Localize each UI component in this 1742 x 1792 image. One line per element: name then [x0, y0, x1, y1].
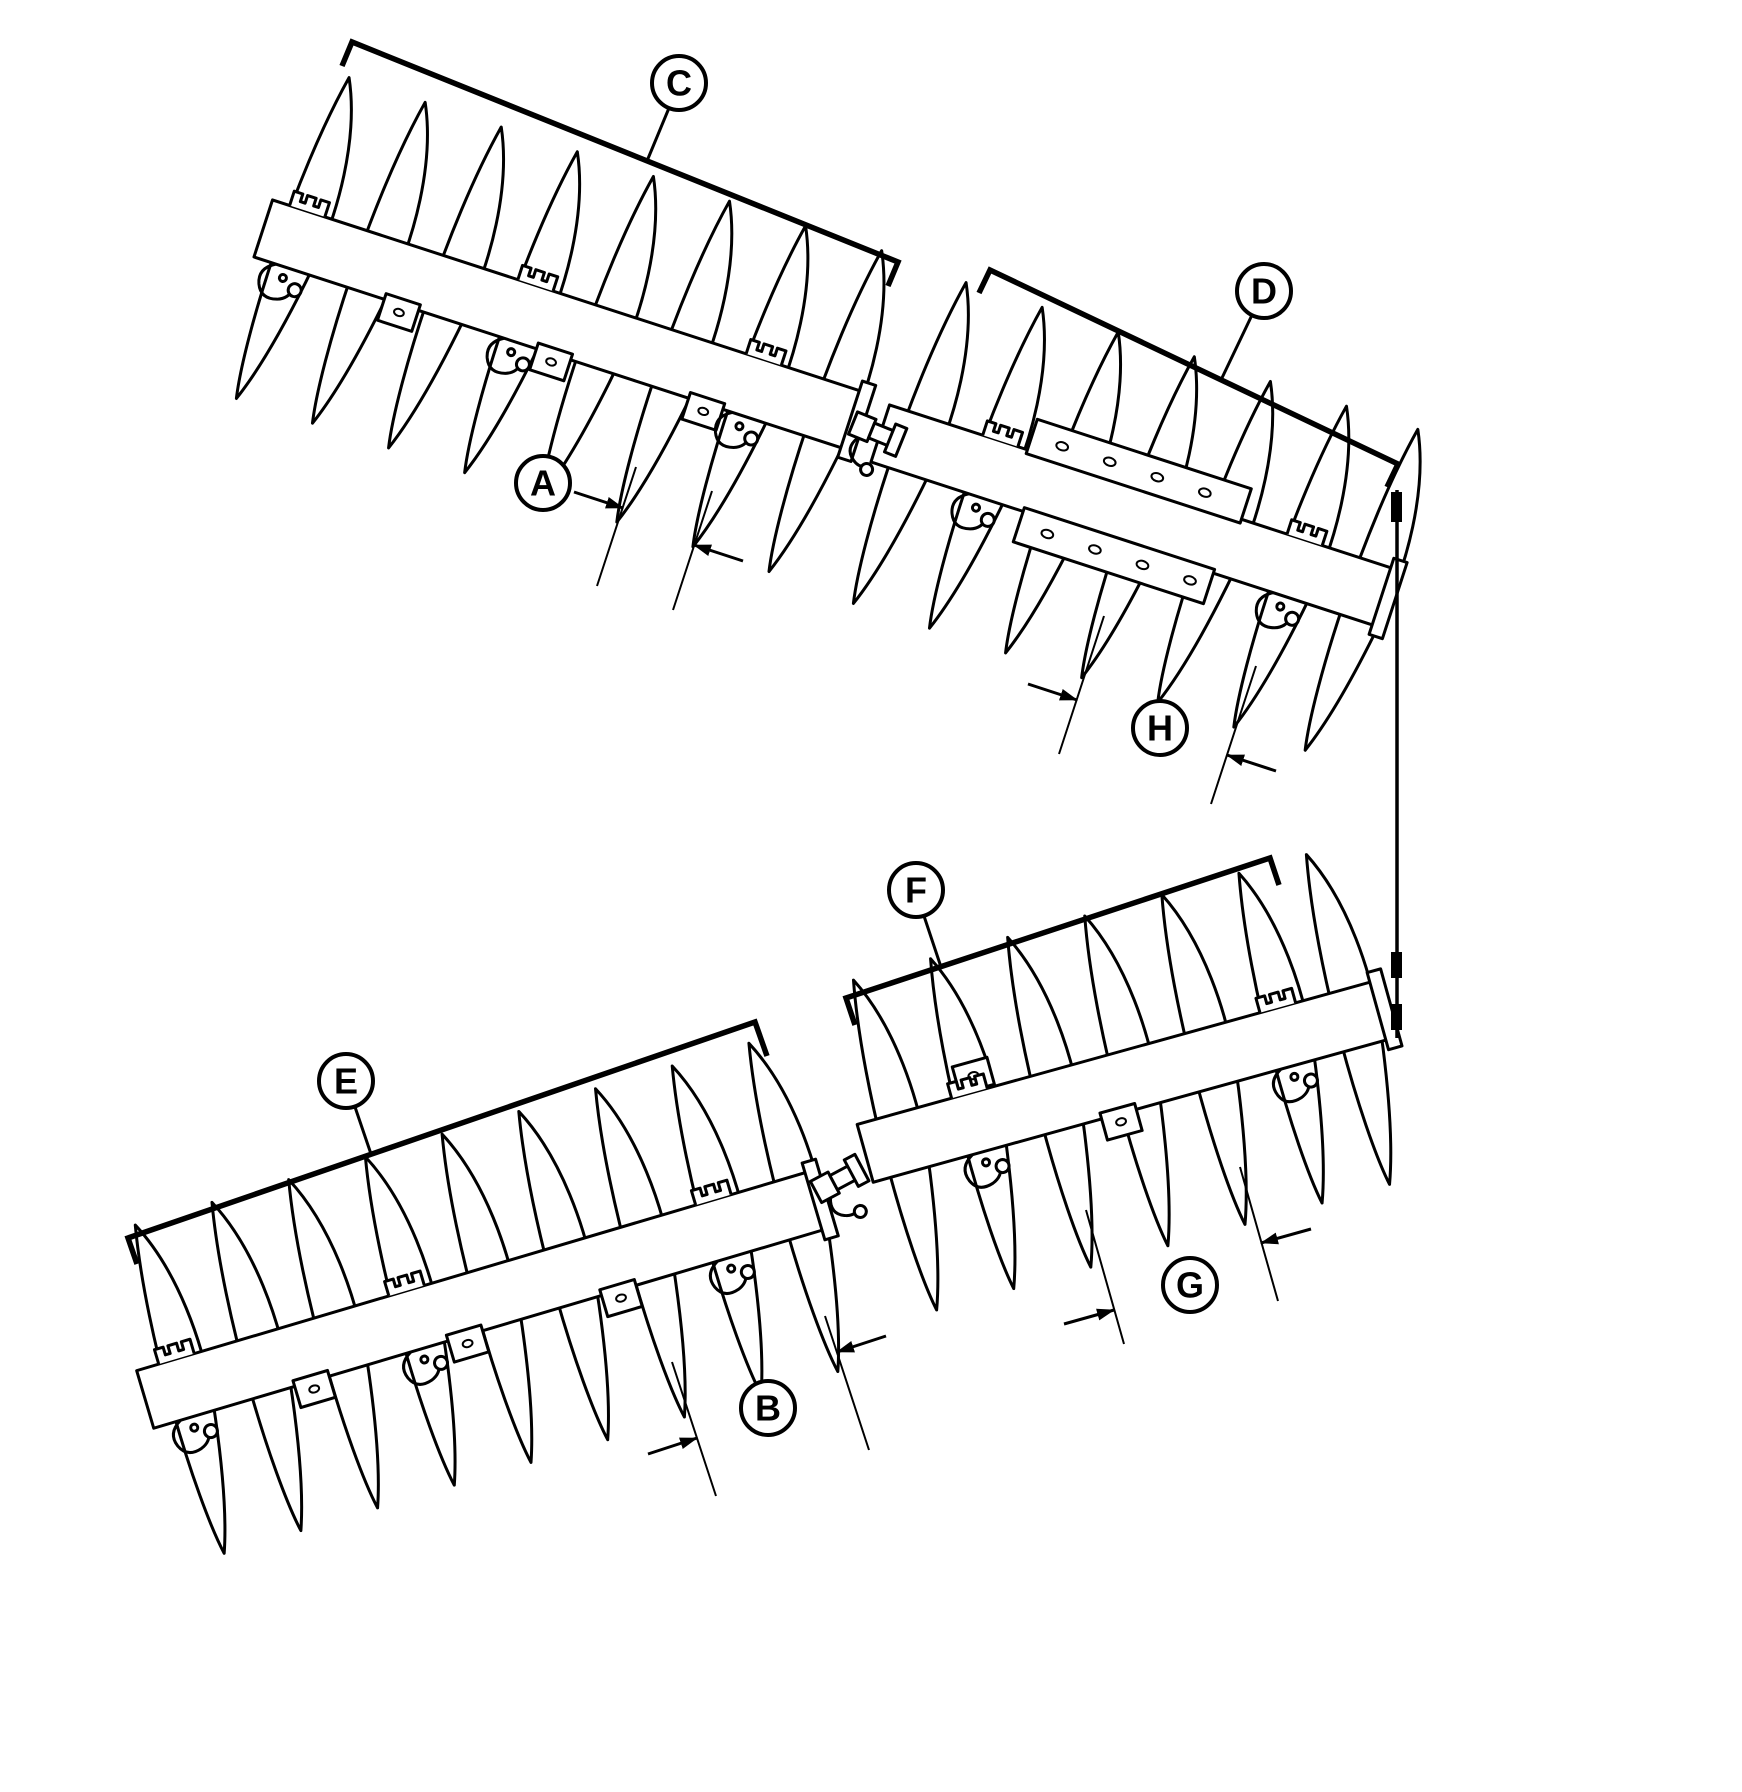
scraper-bar-lower: [1011, 506, 1217, 606]
scraper-bar-upper: [1024, 417, 1253, 525]
callout-a-circle: [514, 454, 572, 512]
callout-c: C: [650, 54, 708, 112]
dimension-b-arrow: [647, 1436, 698, 1456]
callout-h-circle: [1131, 699, 1189, 757]
frame-hinge-plate: [1391, 1004, 1402, 1030]
callout-d-stem: [1219, 314, 1254, 381]
dimension-h: [1027, 615, 1277, 805]
callout-g: G: [1161, 1256, 1219, 1314]
callout-f-stem: [922, 915, 943, 968]
dimension-h-extension-line: [1210, 665, 1257, 805]
dimension-g-extension-line: [1239, 1166, 1279, 1302]
callout-g-circle: [1161, 1256, 1219, 1314]
dimension-g-arrow: [1063, 1308, 1115, 1326]
dimension-a: [573, 466, 744, 611]
frame-bar: [1391, 490, 1402, 1038]
callout-h: H: [1131, 699, 1189, 757]
dimension-h-extension-line: [1058, 615, 1105, 755]
callout-h-label: H: [1147, 708, 1173, 749]
callout-e-circle: [317, 1052, 375, 1110]
bracket-e: [124, 1018, 770, 1265]
dimension-h-arrow: [1027, 682, 1078, 702]
dimension-b-extension-line: [824, 1315, 870, 1451]
dimension-g: [1063, 1166, 1312, 1345]
callout-e-stem: [353, 1106, 373, 1155]
dimension-h-arrow: [1226, 753, 1277, 773]
dimension-b-arrow: [836, 1334, 887, 1354]
frame-hinge-plate: [1391, 492, 1402, 522]
frame-hinge-plate: [1391, 952, 1402, 978]
callout-f-circle: [887, 861, 945, 919]
callout-e-label: E: [334, 1061, 358, 1102]
dimension-a-arrow: [573, 490, 624, 510]
callout-c-circle: [650, 54, 708, 112]
dimension-a-extension-line: [596, 466, 637, 587]
callout-d: D: [1235, 262, 1293, 320]
callout-b-label: B: [755, 1388, 781, 1429]
callout-a: A: [514, 454, 572, 512]
callout-d-circle: [1235, 262, 1293, 320]
callout-c-stem: [645, 107, 671, 162]
callout-f-label: F: [905, 870, 927, 911]
bracket-c: [339, 38, 902, 288]
callout-b: B: [739, 1379, 797, 1437]
dimension-a-extension-line: [672, 490, 713, 611]
dimension-b-extension-line: [671, 1361, 717, 1497]
callout-b-circle: [739, 1379, 797, 1437]
callout-c-label: C: [666, 63, 692, 104]
callout-g-label: G: [1176, 1265, 1204, 1306]
disc-gang-d: [843, 275, 1446, 763]
disc-gang-c: [226, 70, 910, 584]
callout-e: E: [317, 1052, 375, 1110]
dimension-g-extension-line: [1085, 1209, 1125, 1345]
bracket-f: [842, 854, 1282, 1026]
callout-f: F: [887, 861, 945, 919]
dimension-g-arrow: [1260, 1227, 1312, 1245]
dimension-a-arrow: [693, 543, 744, 563]
callout-a-label: A: [530, 463, 556, 504]
callout-d-label: D: [1251, 271, 1277, 312]
dimension-b: [647, 1315, 887, 1497]
bracket-d: [976, 266, 1402, 489]
